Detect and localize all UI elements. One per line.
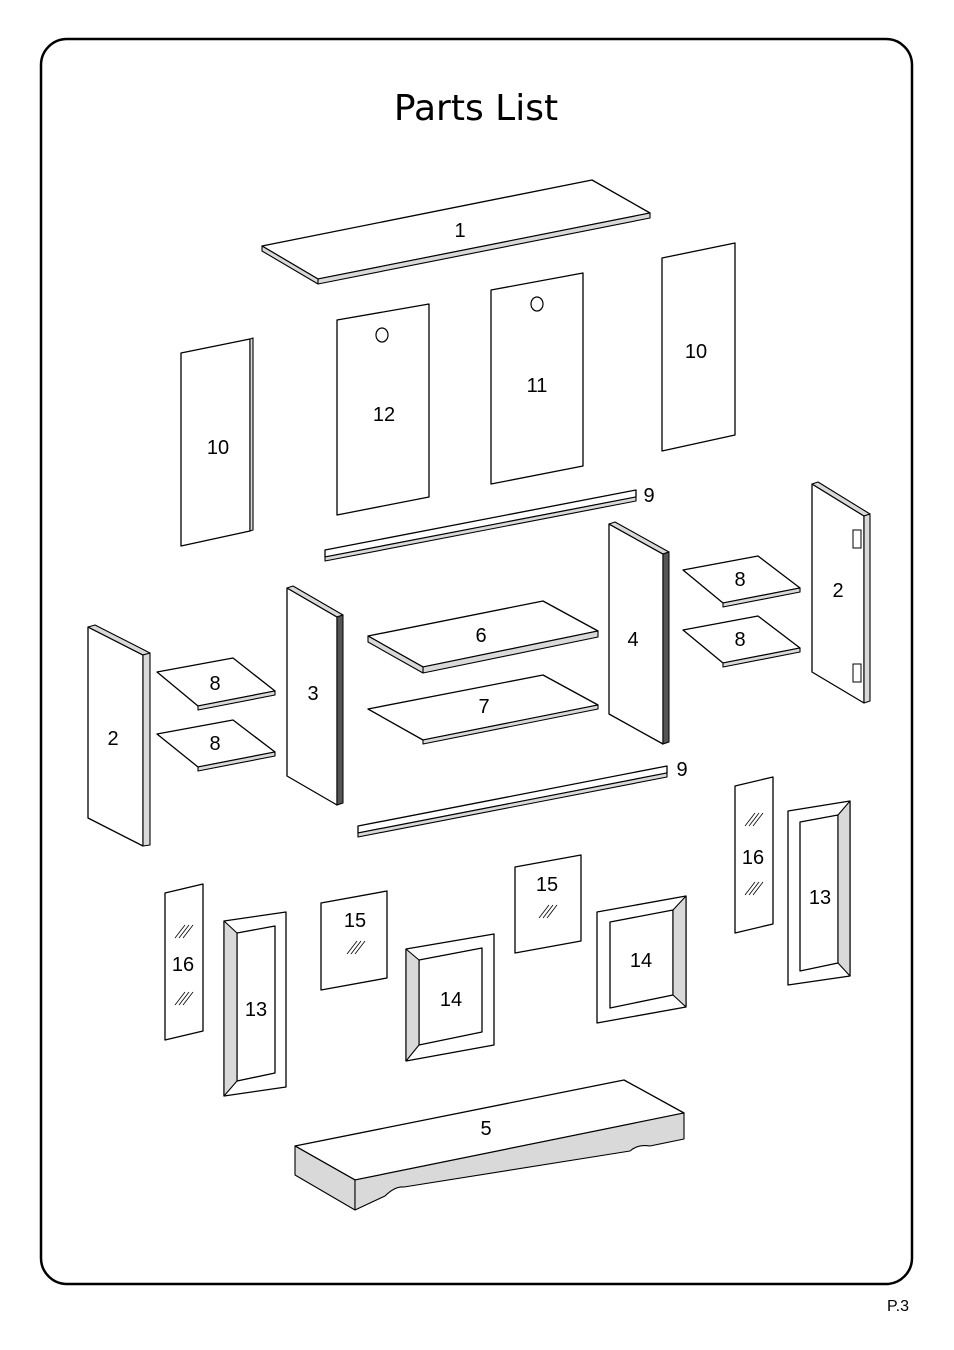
page-title: Parts List [394,88,558,129]
part-6-label: 6 [475,625,486,647]
part-3-label: 3 [307,683,318,705]
part-13-left-door: 13 [224,912,286,1096]
part-11-back-panel: 11 [491,273,583,484]
part-14-left-door: 14 [406,934,494,1061]
part-13-right-door: 13 [788,801,850,985]
part-14-left-label: 14 [440,989,462,1011]
part-14-right-label: 14 [630,950,652,972]
cable-hole-icon [376,328,388,342]
part-5-base-plinth: 5 [295,1080,684,1210]
part-14-right-door: 14 [597,896,686,1023]
part-1-top-board: 1 [262,180,650,284]
part-8-shelf-a: 8 [157,658,275,710]
part-8-shelf-b: 8 [157,720,275,771]
part-9-lower-rail: 9 [358,759,688,837]
part-12-label: 12 [373,404,395,426]
part-5-label: 5 [480,1118,491,1140]
hinge-cutout-icon [853,530,861,548]
part-12-back-panel: 12 [337,304,429,515]
part-8-shelf-d: 8 [683,616,800,667]
part-16-left-label: 16 [172,954,194,976]
page-number: P.3 [887,1298,909,1315]
part-15-left-label: 15 [344,910,366,932]
part-6-shelf: 6 [368,601,598,673]
part-2-left-side-panel: 2 [88,625,150,846]
part-13-left-label: 13 [245,999,267,1021]
part-10-right-label: 10 [685,341,707,363]
part-4-divider-panel: 4 [609,522,669,744]
part-7-label: 7 [478,696,489,718]
part-13-right-label: 13 [809,887,831,909]
cable-hole-icon [531,297,543,311]
part-10-left-back-panel: 10 [181,338,253,546]
part-9-lower-label: 9 [676,759,687,781]
part-3-divider-panel: 3 [287,586,343,805]
part-1-label: 1 [454,220,465,242]
part-2-right-side-panel: 2 [812,482,870,703]
part-11-label: 11 [527,375,548,397]
part-8-c-label: 8 [734,569,745,591]
part-16-right-glass: 16 [735,777,773,933]
hinge-cutout-icon [853,664,861,682]
part-16-right-label: 16 [742,847,764,869]
part-2-left-label: 2 [107,728,118,750]
part-4-label: 4 [627,629,638,651]
part-16-left-glass: 16 [165,884,203,1040]
part-10-left-label: 10 [207,437,229,459]
part-15-left-glass: 15 [321,891,387,990]
part-8-b-label: 8 [209,733,220,755]
part-10-right-back-panel: 10 [662,243,735,451]
part-8-a-label: 8 [209,673,220,695]
part-8-d-label: 8 [734,629,745,651]
part-15-right-glass: 15 [515,855,581,953]
part-7-bottom-shelf: 7 [368,675,598,744]
part-9-upper-label: 9 [643,485,654,507]
part-2-right-label: 2 [832,580,843,602]
part-15-right-label: 15 [536,874,558,896]
part-8-shelf-c: 8 [683,556,800,607]
